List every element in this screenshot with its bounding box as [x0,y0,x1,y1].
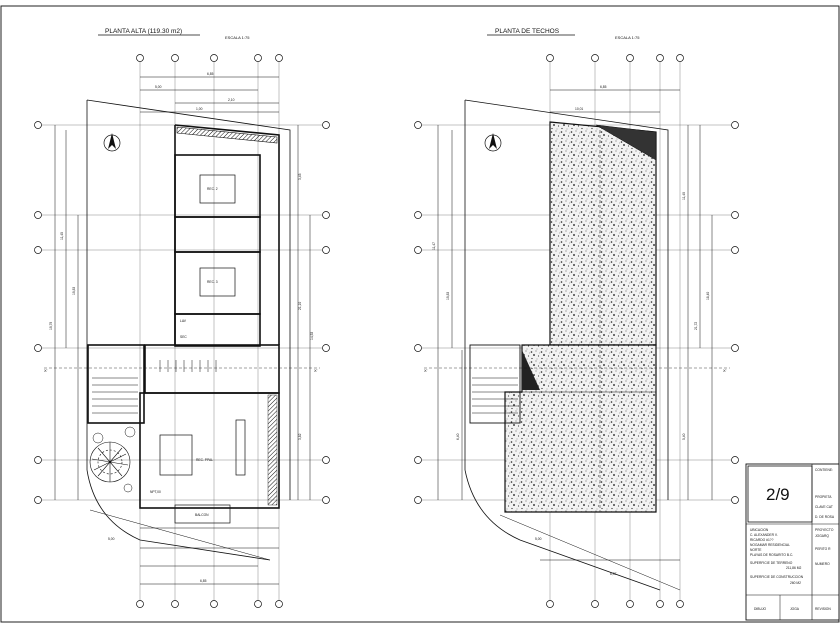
dim-top-c: 1,00 [196,107,203,111]
bed-ppal [159,434,193,476]
sloped-roof-hatch [176,126,278,144]
ubicacion-line-3: NOGAMAR RESIDENCIAL [750,543,790,547]
room-label-lav: LAV [180,319,187,323]
roof-north-arrow-icon [484,133,502,152]
dim-bottom-total: 6,85 [200,579,207,583]
curved-boundary [86,469,271,561]
left-floor-plan: PLANTA ALTA (119.30 m2) ESCALA 1:75 [34,28,330,608]
shrub-icon [92,426,136,493]
balcony-rail [174,504,231,524]
left-plan-title: PLANTA ALTA (119.30 m2) [105,28,182,35]
label-proyecto: PROYECTO [815,528,834,532]
roof-axis-left-label: X' [424,368,428,373]
ubicacion-line-1: C. ALEXANDER V. [750,533,778,537]
level-label: NPT,00 [150,490,161,494]
room-label-sec: SEC [180,335,187,339]
north-arrow-icon [103,133,121,152]
bottom-dimension-lines [89,509,279,585]
label-revision: REVISION [815,607,831,611]
ubicacion-line-2: RICARDO #1?? [750,538,774,542]
roof-dim-bottom-a: 5,00 [535,537,542,541]
roof-grid-axis-markers [414,54,739,608]
value-proyecto: JOGARQ [815,534,829,538]
left-plan-scale: ESCALA 1:75 [225,35,250,40]
roof-property-boundary [464,99,669,500]
dim-bottom-a: 5,00 [108,537,115,541]
roof-dimension-lines [437,89,713,591]
label-numero: NUMERO [815,562,830,566]
tree-icon [89,441,131,483]
room-label-rec2: REC. 2 [207,187,218,191]
dim-right-a: 21,10 [298,302,302,310]
roof-dim-bottom-b: 6,37 [610,572,617,576]
roof-dim-right-a: 21,72 [694,322,698,330]
roof-dim-top-a: 10,01 [575,107,583,111]
label-sup-terreno: SUPERFICIE DE TERRENO [750,561,793,565]
roof-dim-right-d: 18,40 [706,292,710,300]
dim-top-total: 6,85 [207,72,214,76]
dim-right-b: 14,53 [310,332,314,340]
top-dimension-lines [140,76,279,113]
roof-slope-marker [522,350,540,390]
grid-lines [38,62,325,600]
dim-left-b: 19,83 [72,287,76,295]
dim-top-a: 5,00 [155,85,162,89]
roof-axis-right-label: X' [723,368,727,373]
dim-right-c: 3,45 [298,173,302,180]
stair [92,360,217,414]
page-number: 2/9 [766,485,790,504]
roof-dim-right-c: 5,40 [682,433,686,440]
axis-left-label: X' [44,368,48,373]
right-roof-plan: PLANTA DE TECHOS ESCALA 1:75 [414,28,739,608]
right-plan-scale: ESCALA 1:75 [615,35,640,40]
room-label-balcon: BALCON [195,513,209,517]
dim-left-total: 19,79 [49,322,53,330]
roof-dim-left-b: 19,83 [446,292,450,300]
dim-top-b: 2,10 [228,98,235,102]
room-label-rec-ppal: REC. PPAL [196,458,213,462]
dim-right-d: 3,82 [298,433,302,440]
value-sup-terreno: 211,86 M2 [786,566,802,570]
label-perito: PERITO R [815,547,831,551]
bed-rec3 [199,267,236,297]
dim-left-a: 11,45 [60,232,64,240]
grid-axis-markers [34,54,330,608]
axis-right-label: X' [314,368,318,373]
ubicacion-line-5: PLAYAS DE ROSARITO B.C. [750,553,793,557]
label-propietario: PROPIETA [815,495,832,499]
ubicacion-line-4: NORTE [750,548,762,552]
roof-stair [469,344,521,424]
value-dibujo: JOGA [790,607,800,611]
value-sup-construccion: 260 M2 [790,581,801,585]
roof-dim-left-a: 11,47 [432,242,436,250]
building-walls [87,124,280,509]
roof-dim-left-c: 6,40 [456,433,460,440]
roof-dim-right-b: 11,40 [682,192,686,200]
sheet-border [0,5,840,623]
label-clave: CLAVE CAT [815,505,833,509]
hatched-wall-ppal [267,394,278,506]
label-contiene: CONTIENE: [815,468,833,472]
property-boundary [86,99,291,500]
room-label-rec3: REC. 3 [207,280,218,284]
label-ubicacion: UBICACION [750,528,769,532]
bed-rec2 [199,174,236,204]
roof-curved-boundary [464,469,661,591]
closet-ppal [235,419,246,476]
label-sup-construccion: SUPERFICIE DE CONSTRUCCION [750,575,804,579]
roof-upper-area [549,121,657,346]
label-domicilio: D. DE ROSA [815,515,835,519]
roof-dim-top-total: 6,85 [600,85,607,89]
right-plan-title: PLANTA DE TECHOS [495,28,560,35]
label-dibujo: DIBUJO [754,607,767,611]
side-dimension-lines [54,125,311,500]
roof-parapet-hatch [595,124,657,161]
title-block: 2/9 CONTIENE: PROPIETA CLAVE CAT D. DE R… [745,463,840,621]
